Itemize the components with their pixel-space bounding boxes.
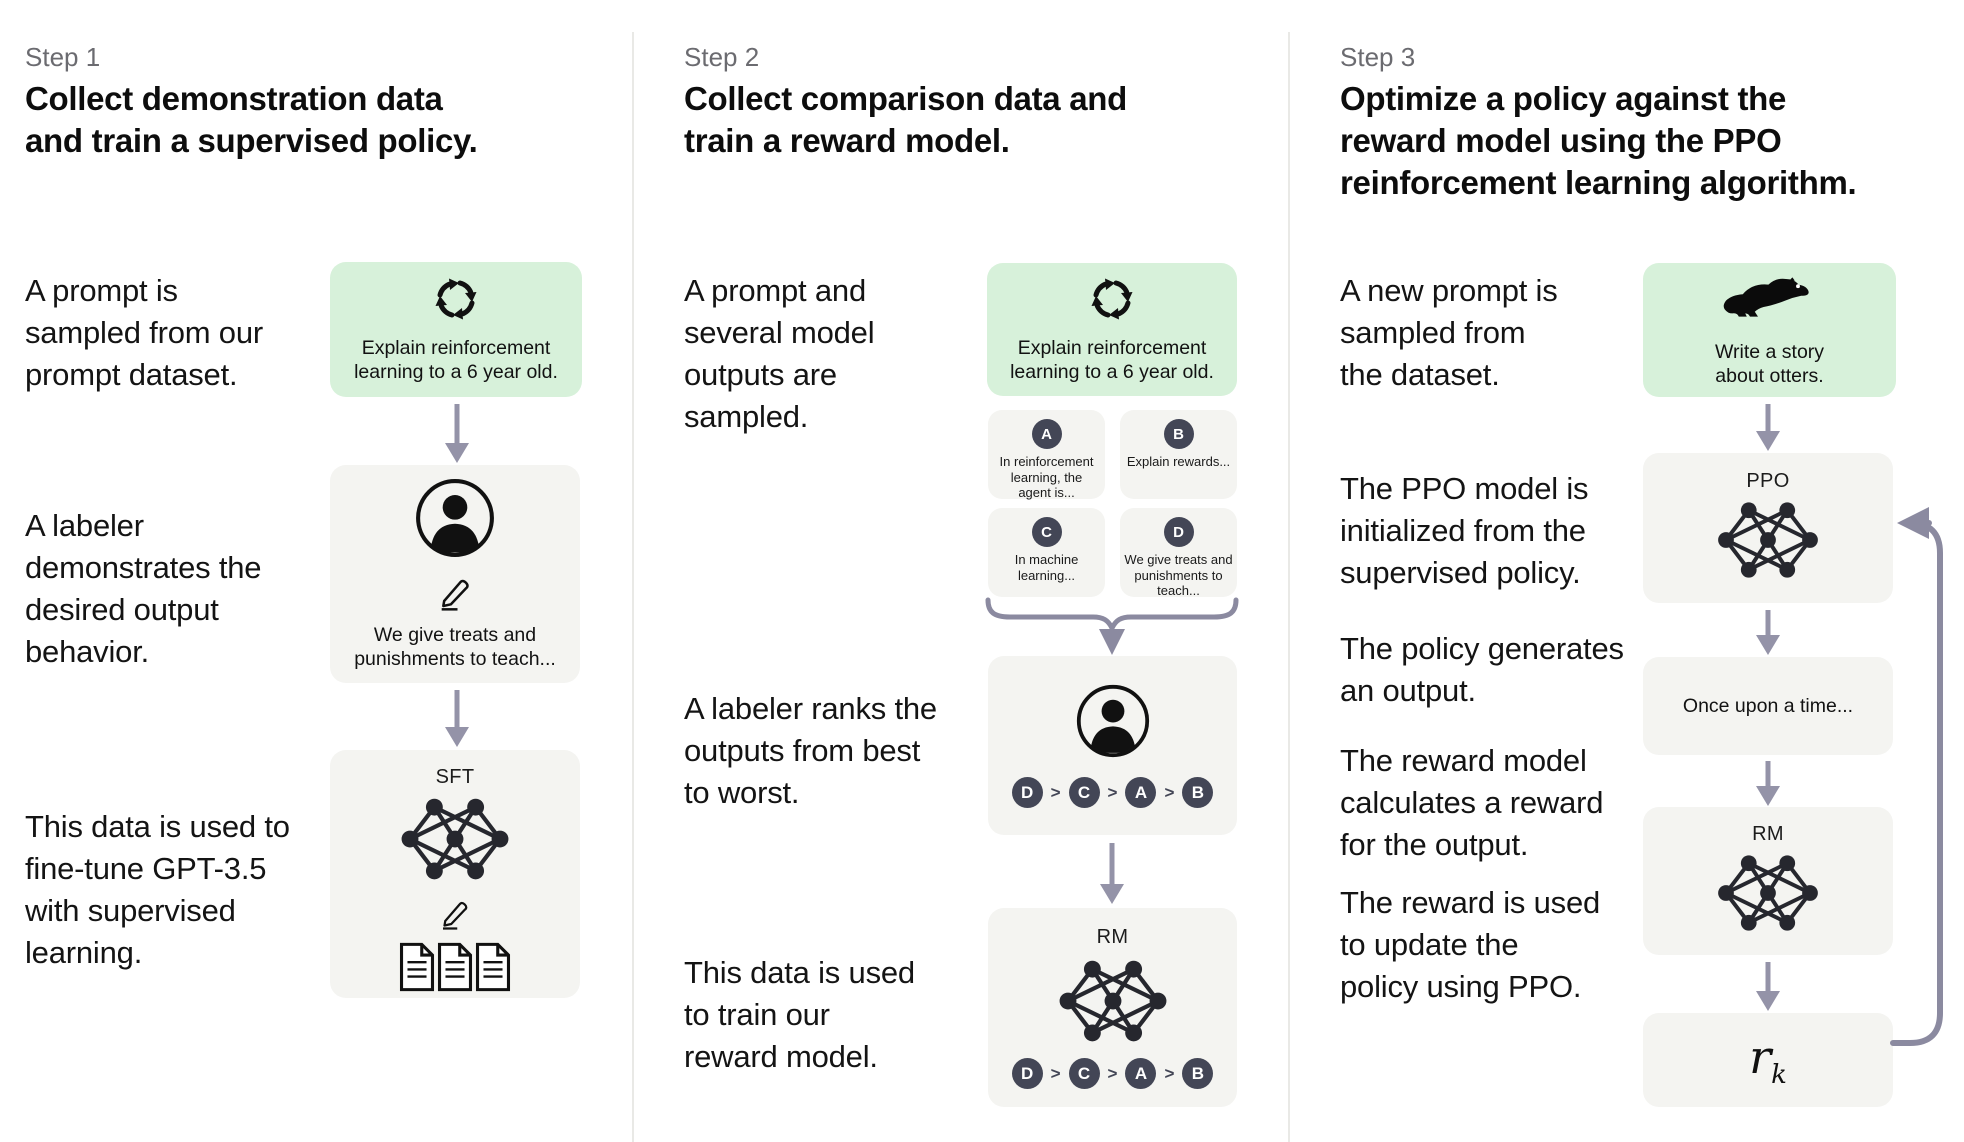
- step2-prompt-text: A prompt and several model outputs are s…: [684, 273, 875, 434]
- step3-output-box-text: Once upon a time...: [1682, 695, 1854, 717]
- step3-rm-box: RM: [1643, 807, 1893, 955]
- step3-update-text: The reward is used to update the policy …: [1340, 885, 1601, 1004]
- rank-chip: C: [1068, 777, 1100, 808]
- neural-network-icon: [1712, 851, 1824, 940]
- step2-prompt-box-text: Explain reinforcement learning to a 6 ye…: [1010, 336, 1214, 383]
- output-a-text: In reinforcement learning, the agent is.…: [999, 454, 1094, 500]
- step2-title: Collect comparison data and train a rewa…: [684, 80, 1127, 159]
- step3-ppo-box: PPO: [1643, 453, 1893, 603]
- output-box-c: C In machine learning...: [988, 508, 1105, 597]
- step2-labeler-box: D > C > A > B: [988, 656, 1237, 835]
- rank-separator: >: [1050, 1063, 1061, 1083]
- step2-label: Step 2: [684, 42, 760, 72]
- step3-reward-value-box: rk: [1643, 1013, 1893, 1107]
- person-icon: [414, 477, 496, 564]
- step2-data-text: This data is used to train our reward mo…: [684, 955, 915, 1074]
- step2-rm-box: RM D > C > A > B: [988, 908, 1237, 1107]
- step1-prompt-box: Explain reinforcement learning to a 6 ye…: [330, 262, 582, 397]
- step3-label: Step 3: [1340, 42, 1416, 72]
- step3-policy-text: The policy generates an output.: [1340, 631, 1624, 708]
- rank-separator: >: [1164, 782, 1175, 802]
- output-box-d: D We give treats and punishments to teac…: [1120, 508, 1237, 598]
- output-c-badge: C: [1031, 517, 1062, 547]
- step1-prompt-text: A prompt is sampled from our prompt data…: [25, 273, 264, 392]
- step3-title: Optimize a policy against the reward mod…: [1340, 80, 1857, 201]
- rank-chip: A: [1125, 1058, 1157, 1089]
- rank-chip: D: [1011, 1058, 1043, 1089]
- step1-labeler-box: We give treats and punishments to teach.…: [330, 465, 580, 683]
- step3-reward-text: The reward model calculates a reward for…: [1340, 743, 1604, 862]
- step1-labeler-box-text: We give treats and punishments to teach.…: [354, 624, 556, 670]
- step3-ppo-text: The PPO model is initialized from the su…: [1340, 471, 1589, 590]
- rm-label: RM: [1096, 926, 1129, 948]
- neural-network-icon: [396, 794, 514, 889]
- otter-icon: [1722, 273, 1818, 330]
- ppo-label: PPO: [1746, 469, 1790, 492]
- step3-prompt-text: A new prompt is sampled from the dataset…: [1340, 273, 1558, 392]
- pencil-icon: [435, 571, 475, 616]
- ranking-row: D > C > A > B: [1011, 777, 1214, 808]
- feedback-loop: [1890, 507, 1943, 1046]
- output-a-badge: A: [1031, 419, 1062, 449]
- step2-labeler-text: A labeler ranks the outputs from best to…: [684, 691, 937, 810]
- column-divider: [1288, 32, 1290, 1142]
- rank-separator: >: [1107, 1063, 1118, 1083]
- pencil-icon: [437, 894, 473, 935]
- output-b-badge: B: [1163, 419, 1194, 449]
- reward-symbol: rk: [1749, 1029, 1787, 1091]
- documents-icon: [398, 942, 512, 992]
- rank-chip: D: [1011, 777, 1043, 808]
- sft-label: SFT: [435, 766, 475, 788]
- rm-label: RM: [1752, 822, 1784, 845]
- rank-chip: B: [1182, 1058, 1214, 1089]
- cycle-icon: [1089, 276, 1135, 327]
- step2-prompt-box: Explain reinforcement learning to a 6 ye…: [987, 263, 1237, 396]
- step1-label: Step 1: [25, 42, 101, 72]
- column-divider: [632, 32, 634, 1142]
- output-c-text: In machine learning...: [1014, 552, 1079, 583]
- step1-title: Collect demonstration data and train a s…: [25, 80, 478, 159]
- neural-network-icon: [1712, 498, 1824, 587]
- output-b-text: Explain rewards...: [1126, 454, 1231, 469]
- step3-output-box: Once upon a time...: [1643, 657, 1893, 755]
- cycle-icon: [433, 276, 479, 327]
- neural-network-icon: [1054, 956, 1172, 1051]
- rank-separator: >: [1107, 782, 1118, 802]
- brace-arrowhead: [1099, 629, 1125, 655]
- output-d-text: We give treats and punishments to teach.…: [1124, 552, 1233, 598]
- step1-labeler-text: A labeler demonstrates the desired outpu…: [25, 508, 262, 669]
- output-box-b: B Explain rewards...: [1120, 410, 1237, 499]
- output-d-badge: D: [1163, 517, 1194, 547]
- step3-prompt-box: Write a story about otters.: [1643, 263, 1896, 397]
- rank-separator: >: [1050, 782, 1061, 802]
- step1-sft-box: SFT: [330, 750, 580, 998]
- step3-prompt-box-text: Write a story about otters.: [1714, 340, 1825, 387]
- ranking-row: D > C > A > B: [1011, 1058, 1214, 1089]
- rank-chip: A: [1125, 777, 1157, 808]
- person-icon: [1075, 683, 1151, 764]
- brace-connector: [985, 597, 1239, 631]
- rank-chip: B: [1182, 777, 1214, 808]
- step1-prompt-box-text: Explain reinforcement learning to a 6 ye…: [354, 336, 558, 383]
- output-box-a: A In reinforcement learning, the agent i…: [988, 410, 1105, 500]
- rank-separator: >: [1164, 1063, 1175, 1083]
- step1-data-text: This data is used to fine-tune GPT-3.5 w…: [25, 809, 290, 970]
- rank-chip: C: [1068, 1058, 1100, 1089]
